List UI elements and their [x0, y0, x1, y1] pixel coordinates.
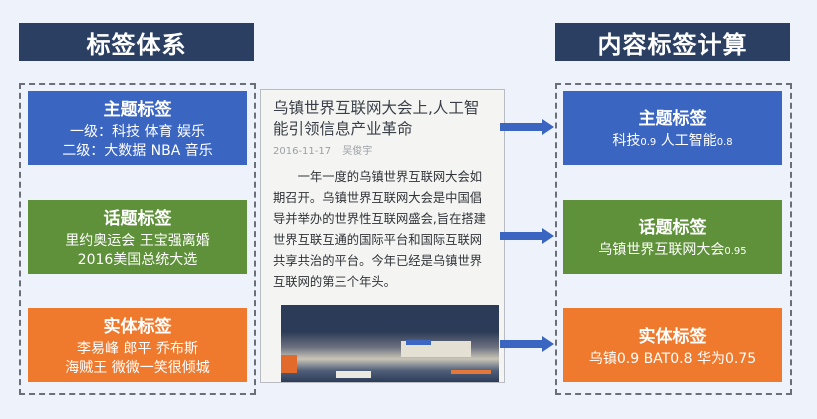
tag-system-group: [19, 83, 256, 395]
computed-entity-values: 乌镇0.9 BAT0.8 华为0.75: [588, 350, 757, 367]
computed-subject-tags: 话题标签 乌镇世界互联网大会0.95: [563, 200, 782, 274]
computed-topic-tags: 主题标签 科技0.9 人工智能0.8: [563, 91, 782, 165]
computed-subject-values: 乌镇世界互联网大会0.95: [598, 242, 747, 258]
topic-tag-level1: 一级：科技 体育 娱乐: [70, 124, 205, 140]
tag-system-header: 标签体系: [19, 23, 254, 61]
entity-tag-examples-1: 李易峰 郎平 乔布斯: [77, 341, 198, 357]
article-meta: 2016-11-17 吴俊宇: [273, 142, 492, 157]
subject-tag-category: 话题标签 里约奥运会 王宝强离婚 2016美国总统大选: [28, 200, 247, 274]
article-title: 乌镇世界互联网大会上,人工智能引领信息产业革命: [273, 99, 480, 138]
article-date: 2016-11-17: [273, 146, 332, 157]
arrow-right-icon: [500, 336, 554, 352]
computed-entity-tags: 实体标签 乌镇0.9 BAT0.8 华为0.75: [563, 308, 782, 382]
article-author: 吴俊宇: [342, 146, 373, 157]
topic-tag-category: 主题标签 一级：科技 体育 娱乐 二级：大数据 NBA 音乐: [28, 91, 247, 165]
computed-subject-title: 话题标签: [638, 218, 707, 238]
topic-tag-level2: 二级：大数据 NBA 音乐: [62, 143, 213, 159]
entity-tag-examples-2: 海贼王 微微一笑很倾城: [65, 360, 210, 376]
entity-tag-category: 实体标签 李易峰 郎平 乔布斯 海贼王 微微一笑很倾城: [28, 308, 247, 382]
content-tag-computation-header: 内容标签计算: [555, 23, 790, 61]
subject-tag-examples-1: 里约奥运会 王宝强离婚: [65, 233, 210, 249]
article-card: 乌镇世界互联网大会上,人工智能引领信息产业革命 2016-11-17 吴俊宇 一…: [260, 89, 505, 383]
computed-entity-title: 实体标签: [638, 326, 707, 347]
topic-tag-title: 主题标签: [103, 100, 172, 120]
article-body: 一年一度的乌镇世界互联网大会如期召开。乌镇世界互联网大会是中国倡导并举办的世界性…: [273, 170, 486, 289]
computed-tags-group: [555, 83, 792, 395]
entity-tag-title: 实体标签: [103, 317, 172, 337]
arrow-right-icon: [500, 119, 554, 135]
subject-tag-title: 话题标签: [103, 209, 172, 229]
arrow-right-icon: [500, 228, 554, 244]
subject-tag-examples-2: 2016美国总统大选: [77, 252, 198, 268]
computed-topic-values: 科技0.9 人工智能0.8: [612, 133, 733, 149]
computed-topic-title: 主题标签: [638, 109, 707, 129]
article-photo: [281, 305, 499, 382]
